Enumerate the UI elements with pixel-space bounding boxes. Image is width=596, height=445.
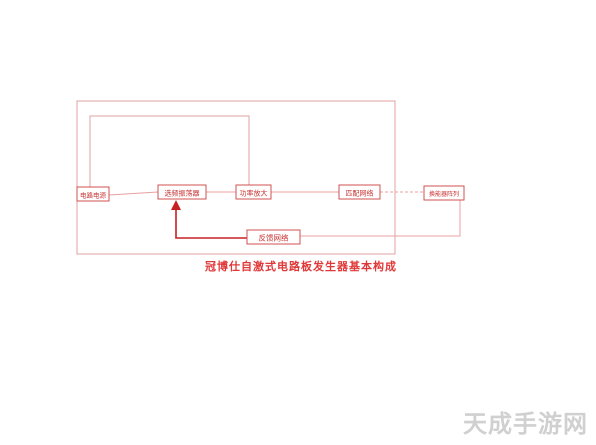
link-power-amplifier-loop: [89, 115, 250, 187]
feedback-arrow-head: [171, 200, 181, 210]
block-transducer: 换能器阵列: [423, 185, 465, 201]
link-power-oscillator: [108, 191, 159, 196]
site-watermark: 天成手游网: [463, 410, 588, 438]
block-feedback-label: 反馈网络: [259, 233, 289, 243]
link-transducer-feedback: [300, 200, 461, 237]
block-matching: 匹配网络: [338, 184, 381, 200]
block-oscillator: 选频振荡器: [157, 184, 207, 200]
block-matching-label: 匹配网络: [346, 189, 374, 198]
outer-frame: [76, 100, 396, 255]
block-feedback: 反馈网络: [246, 229, 301, 245]
feedback-arrow-line: [175, 208, 247, 239]
diagram-caption: 冠博仕自激式电路板发生器基本构成: [205, 260, 397, 273]
block-power-label: 电路电源: [80, 191, 107, 200]
block-amplifier-label: 功率放大: [240, 189, 268, 198]
block-oscillator-label: 选频振荡器: [165, 189, 200, 198]
block-amplifier: 功率放大: [235, 184, 272, 200]
block-power: 电路电源: [76, 186, 110, 202]
block-transducer-label: 换能器阵列: [429, 190, 459, 198]
